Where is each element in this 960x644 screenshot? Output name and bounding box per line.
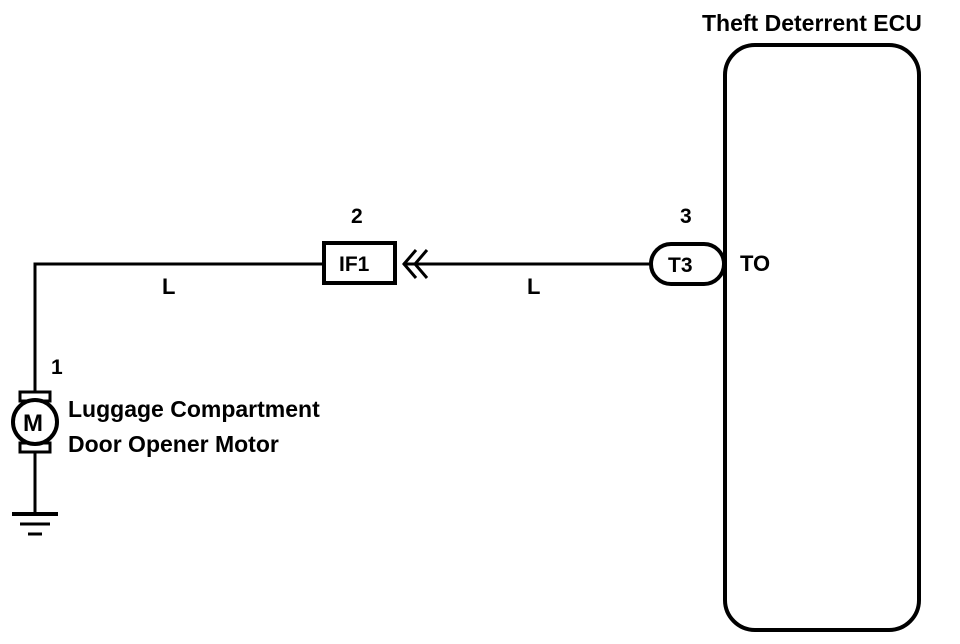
ground-icon — [12, 452, 58, 536]
motor: 1 M Luggage Compartment Door Opener Moto… — [11, 356, 320, 457]
ecu-block: Theft Deterrent ECU TO — [702, 10, 922, 632]
motor-connector-pin: 1 — [51, 356, 63, 379]
ecu-title: Theft Deterrent ECU — [702, 10, 922, 36]
motor-name-line2: Door Opener Motor — [68, 431, 279, 457]
motor-name-line1: Luggage Compartment — [68, 396, 320, 422]
junction-chevrons-icon — [402, 249, 429, 279]
motor-icon — [11, 398, 59, 446]
motor-symbol: M — [23, 410, 43, 437]
junction-connector-box — [322, 241, 397, 285]
ecu-connector-code: T3 — [668, 254, 693, 277]
junction-connector-code: IF1 — [339, 253, 370, 276]
wire-color-left: L — [162, 274, 175, 299]
wire-junction-to-motor — [33, 262, 324, 392]
ecu-connector: T3 3 — [649, 205, 726, 286]
ecu-body — [723, 43, 921, 632]
junction-connector-pin: 2 — [351, 205, 363, 228]
ecu-connector-shape — [649, 242, 726, 286]
junction-connector: IF1 2 — [322, 205, 429, 285]
wire-color-right: L — [527, 274, 540, 299]
ecu-connector-pin: 3 — [680, 205, 692, 228]
ecu-terminal-label: TO — [740, 251, 770, 276]
